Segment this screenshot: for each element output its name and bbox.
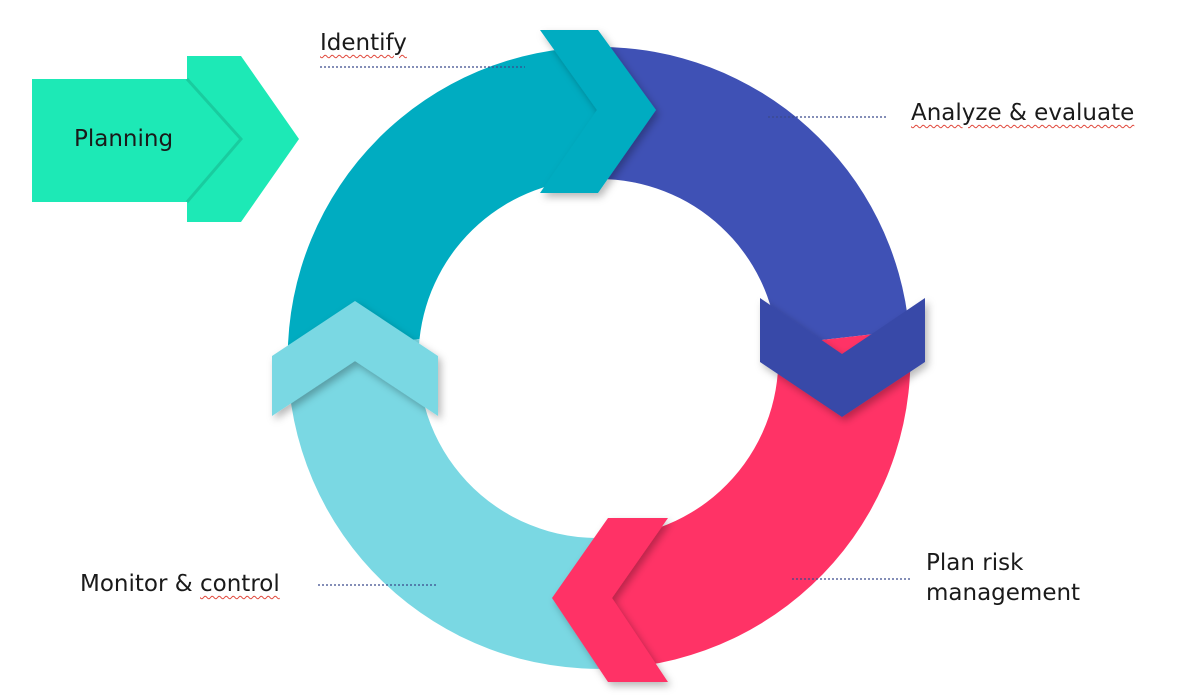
ring-segment-analyze (597, 46, 910, 345)
arrowhead-plan-risk (552, 518, 668, 682)
label-plan-risk-line1: Plan risk (926, 550, 1024, 576)
planning-arrow-fold (185, 77, 243, 203)
label-analyze-text: Analyze & evaluate (911, 100, 1135, 126)
planning-arrow-shape (32, 56, 299, 222)
label-plan-risk-line2: management (926, 580, 1081, 606)
label-monitor-suffix: control (200, 571, 280, 597)
ring-segment-monitor (287, 339, 613, 669)
arrowhead-analyze (760, 298, 925, 417)
label-plan-risk: Plan risk management (926, 548, 1080, 608)
ring-segment-plan-risk (606, 330, 911, 669)
planning-label: Planning (74, 126, 174, 152)
ring-segment-identify (287, 47, 599, 358)
label-identify-text: Identify (320, 30, 407, 56)
label-monitor: Monitor & control (80, 569, 280, 599)
label-monitor-prefix: Monitor & (80, 571, 200, 597)
label-analyze: Analyze & evaluate (911, 98, 1134, 128)
planning-arrow (32, 56, 299, 222)
label-identify: Identify (320, 28, 407, 58)
arrowhead-identify (540, 30, 656, 193)
arrowhead-monitor (272, 301, 438, 416)
